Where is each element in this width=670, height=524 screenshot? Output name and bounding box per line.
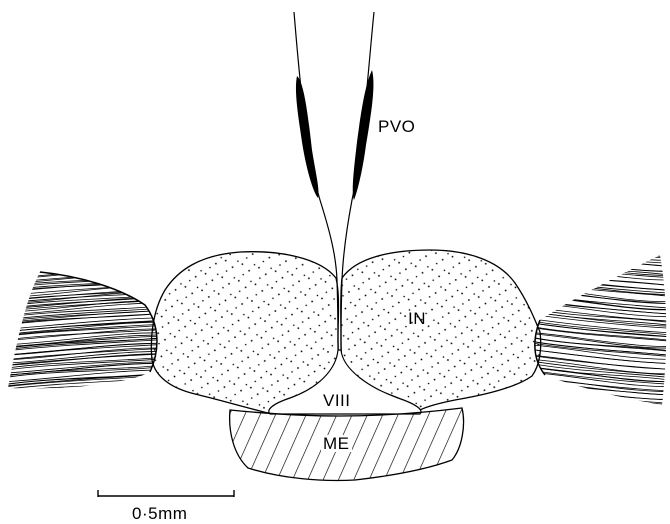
in-label: IN <box>408 310 426 327</box>
fibre-stroke <box>528 244 670 258</box>
fibre-stroke <box>528 249 670 263</box>
fibre-stroke <box>528 261 670 275</box>
right-fibre-tract <box>528 241 670 409</box>
pvo-organ <box>296 70 374 200</box>
viii-label: VIII <box>323 392 351 409</box>
fibre-stroke <box>528 386 670 400</box>
fibre-stroke <box>0 322 165 334</box>
fibre-stroke <box>528 385 670 399</box>
pvo-label: PVO <box>378 118 415 135</box>
fibre-stroke <box>528 390 670 404</box>
fibre-stroke <box>0 388 165 400</box>
fibre-stroke <box>528 311 670 325</box>
fibre-stroke <box>0 264 165 276</box>
fibre-stroke <box>528 257 670 271</box>
fibre-stroke <box>0 286 165 298</box>
fibre-stroke <box>528 243 670 257</box>
fibre-stroke <box>528 261 670 275</box>
fibre-stroke <box>0 388 165 400</box>
fibre-stroke <box>528 363 670 377</box>
fibre-stroke <box>0 375 165 387</box>
me-label: ME <box>321 435 352 452</box>
scale-label: 0·5mm <box>132 505 187 522</box>
fibre-stroke <box>0 281 165 293</box>
left-fibre-tract <box>0 264 165 400</box>
fibre-stroke <box>0 268 165 280</box>
fibre-stroke <box>528 252 670 266</box>
fibre-stroke <box>528 241 670 255</box>
fibre-stroke <box>528 246 670 260</box>
fibre-stroke <box>528 393 670 407</box>
fibre-stroke <box>0 272 165 284</box>
fibre-stroke <box>528 370 670 384</box>
fibre-stroke <box>528 279 670 293</box>
fibre-stroke <box>0 311 165 323</box>
scale-bar <box>98 490 234 497</box>
fibre-stroke <box>528 271 670 285</box>
fibre-stroke <box>0 264 165 276</box>
fibre-stroke <box>0 267 165 279</box>
fibre-stroke <box>0 385 165 397</box>
fibre-stroke <box>0 386 165 398</box>
